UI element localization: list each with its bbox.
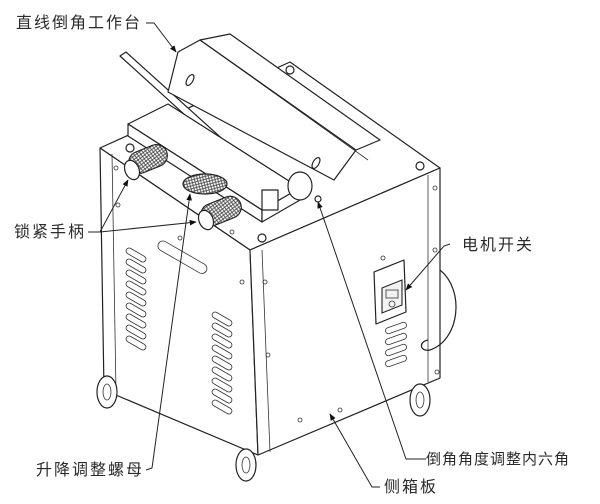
cabinet <box>96 61 457 482</box>
casters <box>96 375 431 482</box>
locking-handles <box>123 144 242 231</box>
vent-slots-left <box>125 247 233 415</box>
label-locking-handle: 锁紧手柄 <box>14 222 87 241</box>
screws <box>113 65 440 423</box>
motor-switch <box>373 259 407 325</box>
label-lift-adjust-nut: 升降调整螺母 <box>36 460 145 479</box>
vent-slots-right <box>385 321 407 368</box>
label-chamfer-angle-hex: 倒角角度调整内六角 <box>426 450 571 468</box>
leader-lines <box>88 22 451 488</box>
label-motor-switch: 电机开关 <box>462 235 535 254</box>
side-box-panel <box>249 167 441 456</box>
label-side-panel: 侧箱板 <box>384 477 439 496</box>
handle-slot <box>157 240 208 274</box>
cable <box>420 269 457 351</box>
lift-nut <box>182 173 228 195</box>
label-straight-chamfer-table: 直线倒角工作台 <box>16 13 143 32</box>
